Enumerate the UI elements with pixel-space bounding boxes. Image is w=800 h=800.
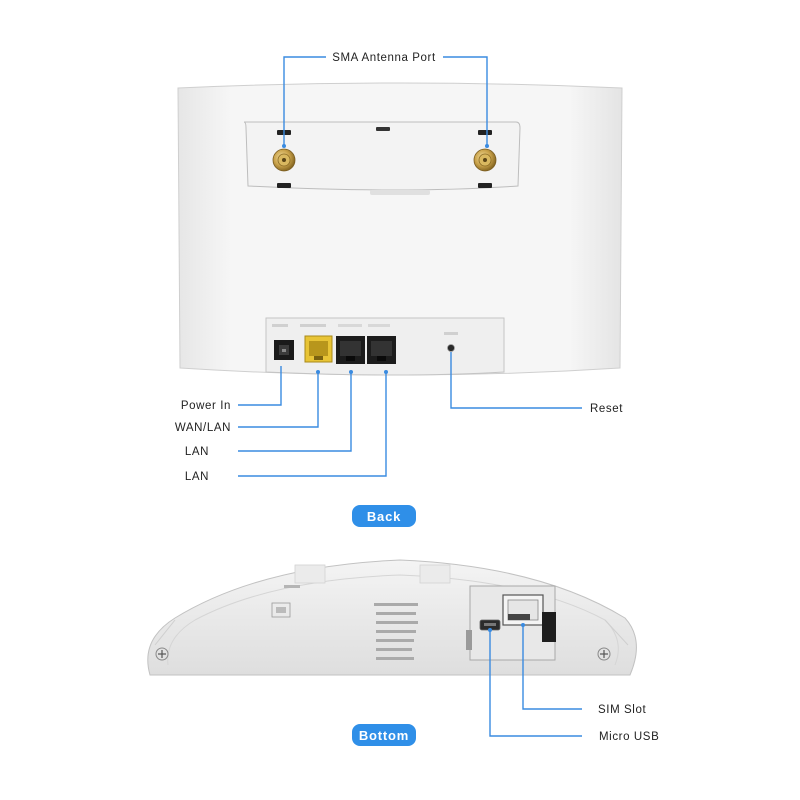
router-bottom-view <box>147 559 637 676</box>
reset-button <box>447 344 455 352</box>
bottom-callouts <box>488 623 582 737</box>
sim-slot <box>502 594 556 642</box>
sma-antenna-port-label: SMA Antenna Port <box>332 52 436 64</box>
product-sticker <box>271 585 418 660</box>
antenna-panel <box>243 121 521 191</box>
router-back-view <box>177 82 623 376</box>
screw-left <box>155 647 169 661</box>
sim-slot-label: SIM Slot <box>598 704 646 716</box>
back-badge-text: Back <box>367 509 401 524</box>
lan-port-1 <box>336 336 365 364</box>
micro-usb-label: Micro USB <box>599 731 659 743</box>
back-callouts <box>238 56 582 477</box>
lan-label-1: LAN <box>185 446 209 458</box>
sma-antenna-port-right <box>473 148 497 172</box>
wan-lan-label: WAN/LAN <box>175 422 231 434</box>
micro-usb-port <box>479 619 501 631</box>
bottom-badge: Bottom <box>352 724 416 746</box>
power-in-label: Power In <box>181 400 231 412</box>
back-badge: Back <box>352 505 416 527</box>
screw-right <box>597 647 611 661</box>
lan-port-2 <box>367 336 396 364</box>
sma-antenna-port-left <box>272 148 296 172</box>
bottom-badge-text: Bottom <box>359 728 409 743</box>
power-in-port <box>274 340 294 360</box>
wan-lan-port <box>304 335 333 363</box>
lan-label-2: LAN <box>185 471 209 483</box>
reset-label: Reset <box>590 403 623 415</box>
